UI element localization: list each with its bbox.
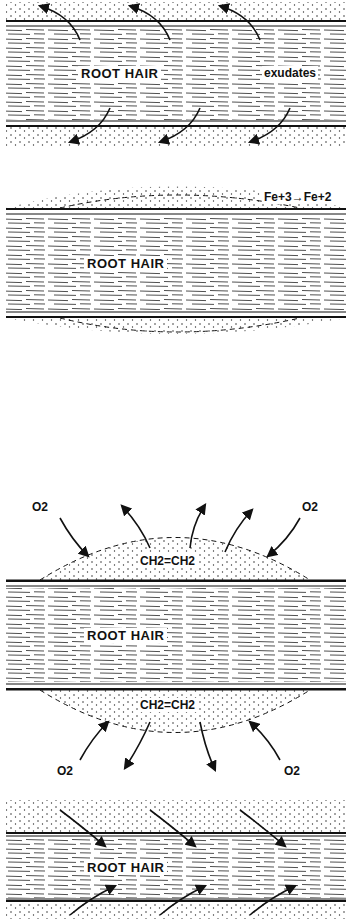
- annotation-label: CH2=CH2: [138, 554, 197, 568]
- annotation-label: O2: [300, 500, 320, 514]
- root-hair-band: ROOT HAIR: [6, 208, 346, 318]
- band-label: ROOT HAIR: [78, 66, 161, 81]
- annotation-label: O2: [282, 764, 302, 778]
- band-label: ROOT HAIR: [84, 860, 167, 875]
- band-label: ROOT HAIR: [84, 628, 167, 643]
- annotation-label: O2: [55, 764, 75, 778]
- root-hair-band: ROOT HAIR: [6, 832, 346, 902]
- band-label: ROOT HAIR: [84, 256, 167, 271]
- panel-uptake: [6, 800, 346, 919]
- annotation-label: Fe+3→Fe+2: [262, 190, 333, 204]
- annotation-label: CH2=CH2: [138, 698, 197, 712]
- annotation-label: exudates: [262, 66, 318, 80]
- panel-exudates: [6, 2, 346, 147]
- panel-iron-reduction: [6, 187, 346, 334]
- annotation-label: O2: [30, 500, 50, 514]
- root-hair-band: ROOT HAIR: [6, 580, 346, 690]
- panel-ethylene: [6, 505, 346, 770]
